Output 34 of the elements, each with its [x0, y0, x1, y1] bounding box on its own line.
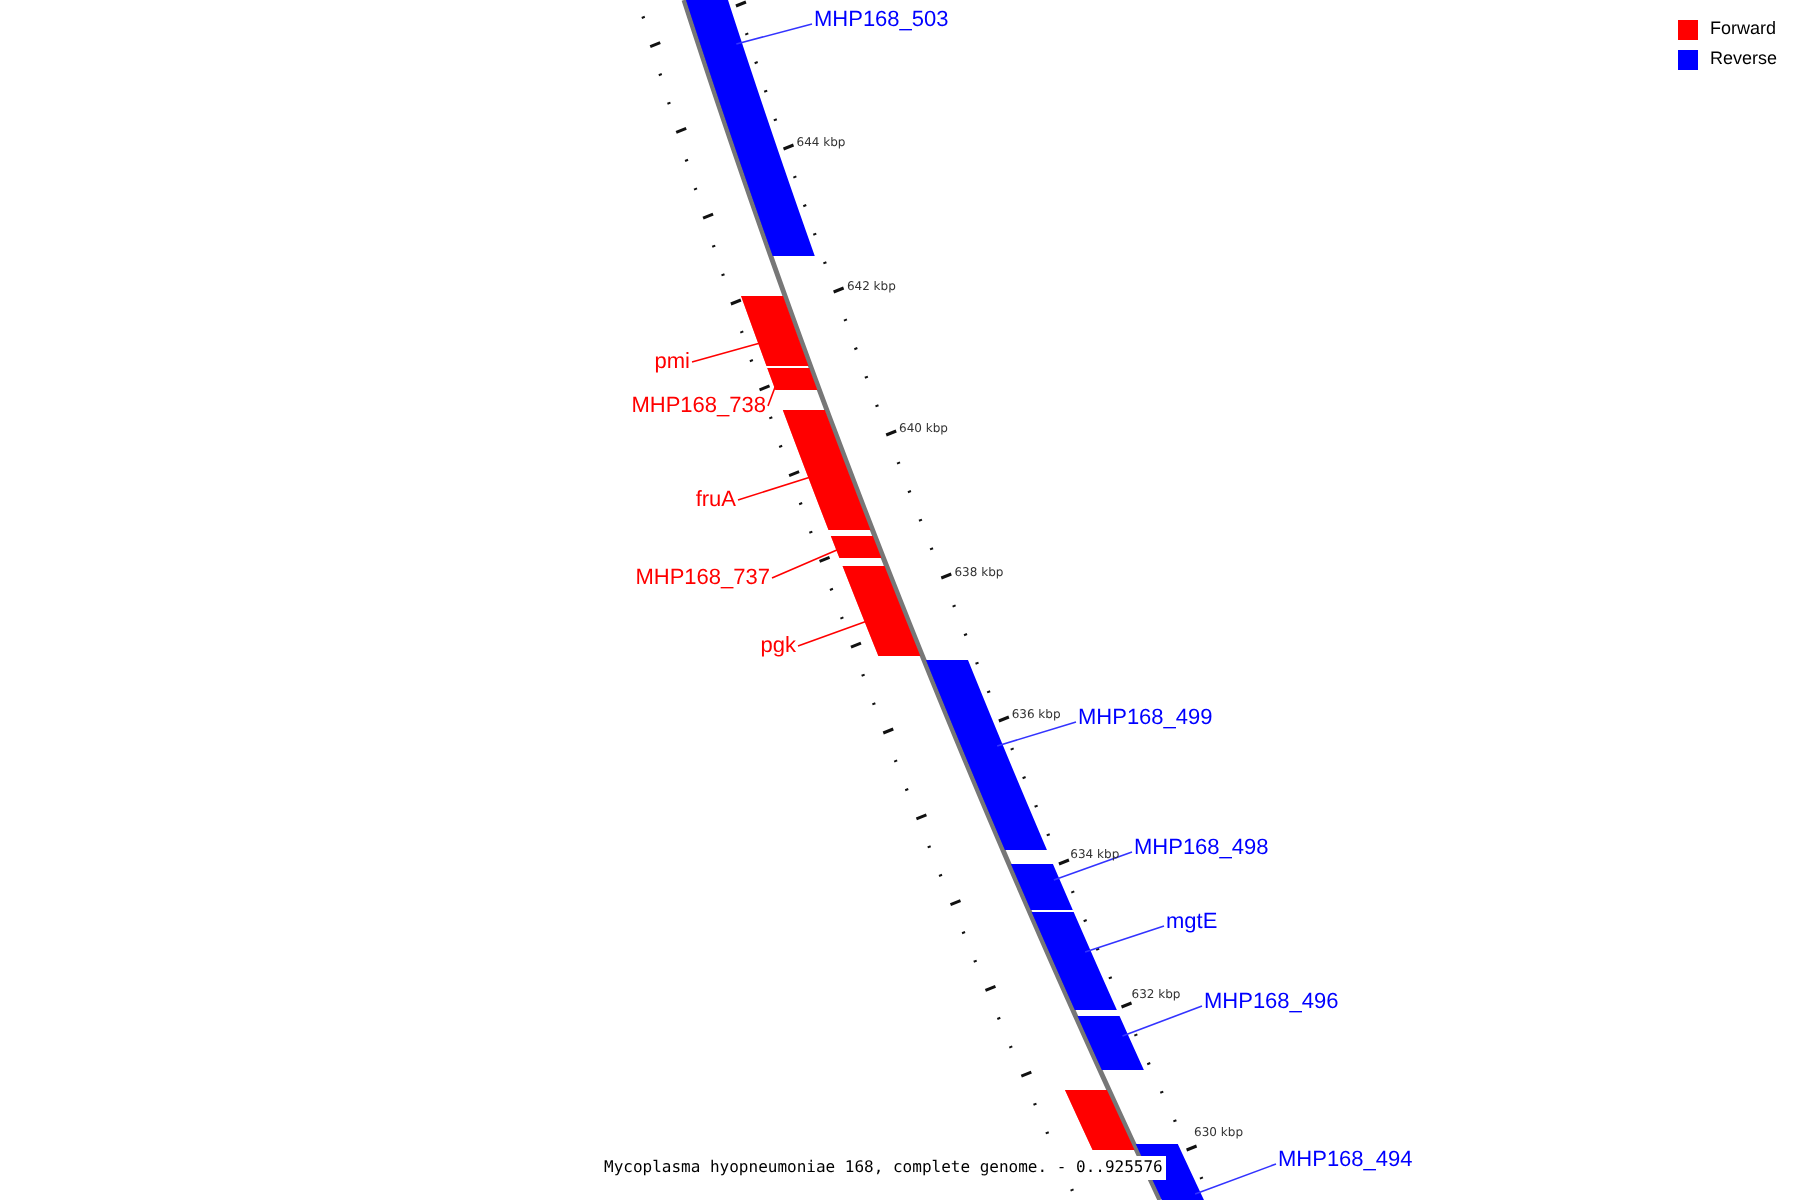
leader-line [797, 619, 871, 647]
gene-block [1031, 912, 1117, 1010]
leader-line [1053, 851, 1133, 881]
gene-block [842, 566, 921, 656]
gene-label: MHP168_494 [1278, 1146, 1413, 1174]
leader-line [1121, 1005, 1203, 1037]
leader-line [691, 341, 765, 363]
gene-label: MHP168_499 [1078, 704, 1213, 732]
caption: Mycoplasma hyopneumoniae 168, complete genome. - 0..925576 [600, 1156, 1167, 1180]
gene-block [767, 368, 818, 390]
gene-block [1077, 1016, 1144, 1070]
leader-line [771, 547, 843, 579]
gene-block [1010, 864, 1073, 910]
leader-line [996, 721, 1077, 747]
gene-label: MHP168_496 [1204, 988, 1339, 1016]
gene-label: MHP168_503 [814, 6, 949, 34]
gene-block [830, 536, 882, 558]
gene-label: MHP168_498 [1134, 834, 1269, 862]
leader-line [1084, 925, 1165, 953]
gene-label: fruA [695, 486, 736, 514]
gene-block [741, 296, 809, 366]
gene-label: MHP168_738 [631, 392, 766, 420]
gene-block [686, 0, 815, 256]
gene-label: pmi [654, 348, 690, 376]
gene-label: MHP168_737 [635, 564, 770, 592]
legend-label: Forward [1710, 18, 1777, 40]
gene-block [782, 410, 871, 530]
leader-line [737, 475, 815, 501]
gene-block [1065, 1090, 1135, 1150]
legend-label: Reverse [1710, 48, 1778, 70]
gene-label: pgk [760, 632, 796, 660]
gene-label: mgtE [1166, 908, 1218, 936]
leader-line [735, 23, 813, 45]
leader-line [1194, 1163, 1277, 1195]
